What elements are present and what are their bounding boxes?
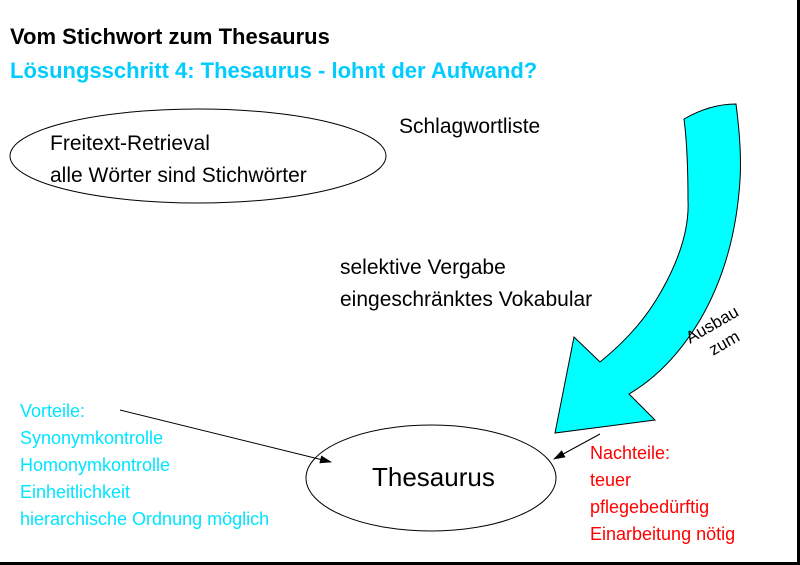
freitext-line2: alle Wörter sind Stichwörter	[50, 164, 307, 187]
selektiv-line2: eingeschränktes Vokabular	[340, 288, 593, 311]
nachteile-list: Nachteile: teuer pflegebedürftig Einarbe…	[590, 440, 735, 548]
nachteile-heading: Nachteile:	[590, 443, 671, 463]
freitext-ellipse	[9, 108, 387, 204]
list-item: Einarbeitung nötig	[590, 524, 736, 544]
slide-title: Vom Stichwort zum Thesaurus	[10, 24, 330, 49]
schlagwortliste-label: Schlagwortliste	[399, 115, 541, 138]
list-item: teuer	[590, 470, 632, 490]
list-item: Homonymkontrolle	[20, 455, 171, 475]
vorteile-arrow	[119, 409, 332, 464]
slide-subtitle: Lösungsschritt 4: Thesaurus - lohnt der …	[10, 58, 538, 83]
selektiv-label: selektive Vergabe eingeschränktes Vokabu…	[340, 252, 592, 316]
vorteile-list: Vorteile: Synonymkontrolle Homonymkontro…	[20, 398, 269, 533]
selektiv-line1: selektive Vergabe	[340, 256, 506, 279]
thesaurus-ellipse	[305, 424, 557, 532]
curved-arrow	[554, 103, 741, 434]
thesaurus-label: Thesaurus	[372, 462, 495, 492]
list-item: pflegebedürftig	[590, 497, 710, 517]
vorteile-heading: Vorteile:	[20, 401, 86, 421]
freitext-line1: Freitext-Retrieval	[50, 132, 210, 155]
list-item: Einheitlichkeit	[20, 482, 131, 502]
list-item: hierarchische Ordnung möglich	[20, 509, 270, 529]
freitext-label: Freitext-Retrieval alle Wörter sind Stic…	[50, 128, 307, 192]
nachteile-arrow	[553, 433, 601, 460]
list-item: Synonymkontrolle	[20, 428, 164, 448]
